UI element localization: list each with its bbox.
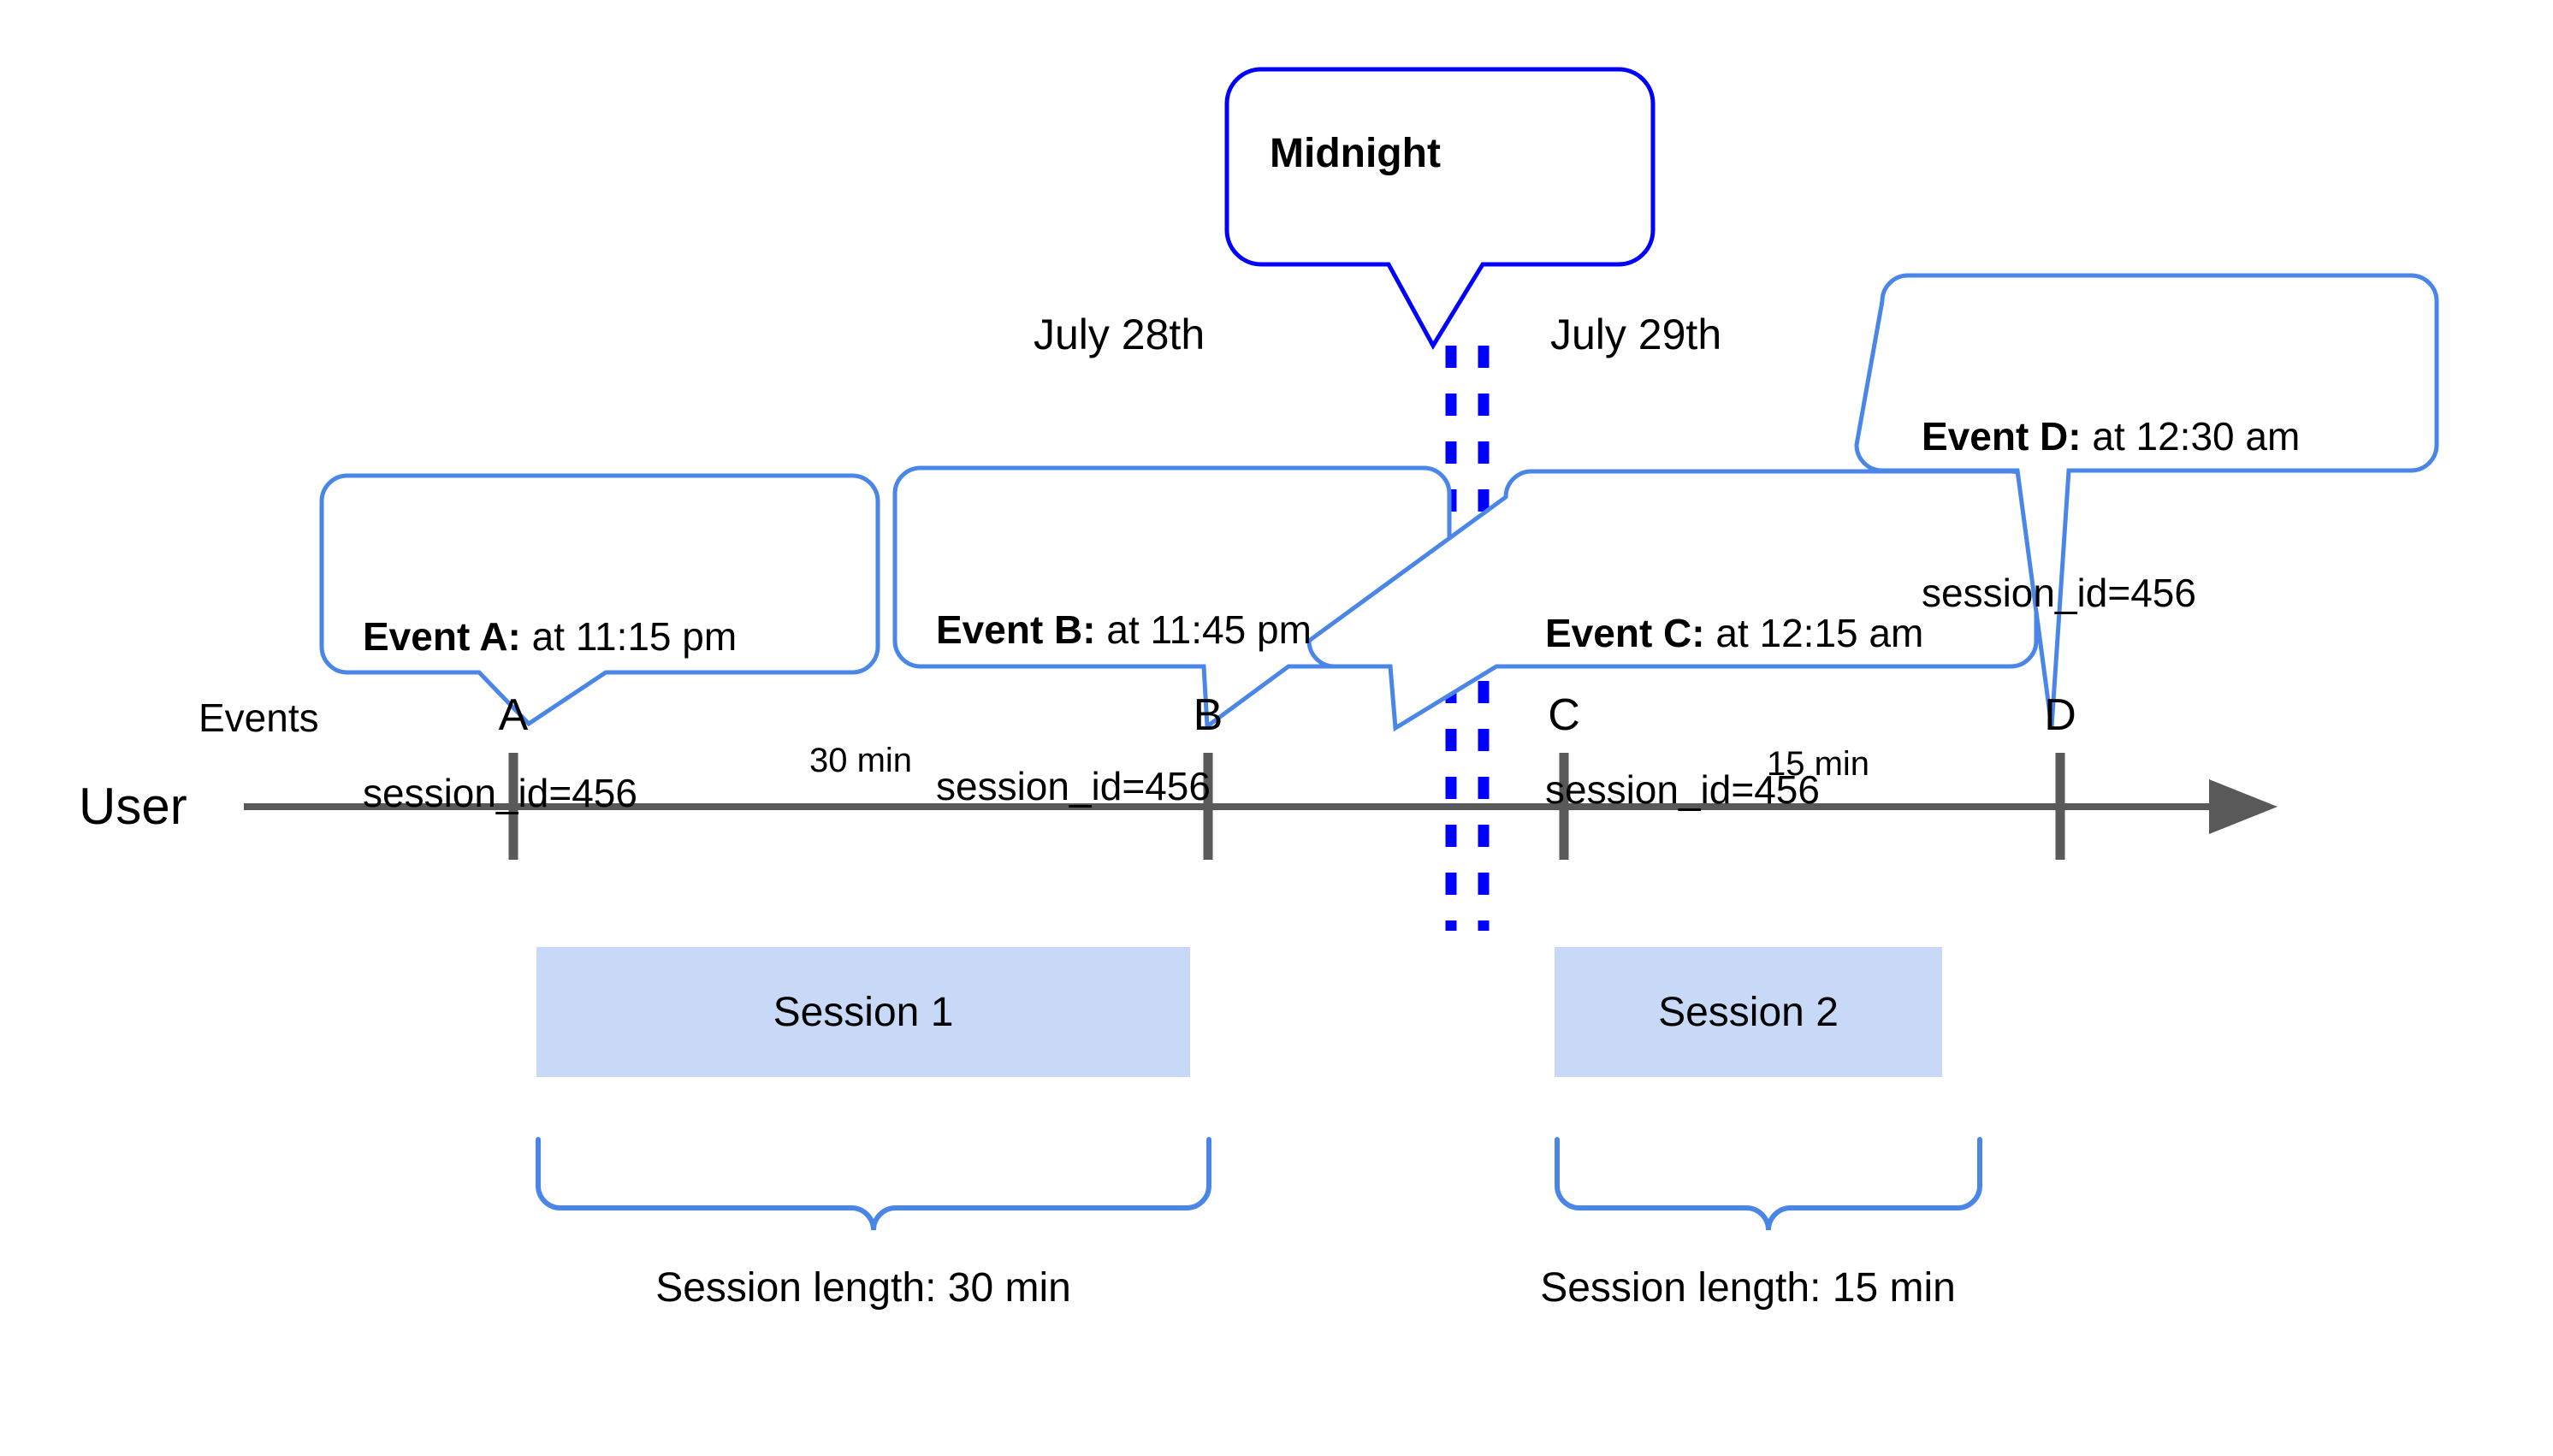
user-row-label: User — [79, 778, 187, 835]
event-c-detail: at 12:15 am — [1704, 611, 1924, 655]
session-2-length-label: Session length: 15 min — [1540, 1265, 1956, 1311]
date-label-july-28: July 28th — [1034, 311, 1205, 358]
midnight-callout-label: Midnight — [1270, 131, 1441, 176]
session-1-length-label: Session length: 30 min — [655, 1265, 1071, 1311]
event-c-callout-shape — [1306, 469, 2039, 732]
event-d-callout-text: Event D: at 12:30 am session_id=456 — [1922, 306, 2300, 724]
session-1-brace — [536, 1137, 1211, 1231]
event-d-session-id: session_id=456 — [1922, 571, 2196, 615]
session-2-brace — [1555, 1137, 1982, 1231]
event-marker-label-a: A — [498, 690, 529, 740]
event-marker-label-c: C — [1548, 690, 1580, 740]
session-2-label: Session 2 — [1658, 989, 1839, 1035]
event-c-callout-text: Event C: at 12:15 am session_id=456 — [1545, 503, 1923, 920]
event-c-session-id: session_id=456 — [1545, 767, 1820, 812]
event-d-detail: at 12:30 am — [2081, 414, 2301, 459]
events-row-label: Events — [198, 695, 319, 740]
event-b-session-id: session_id=456 — [936, 764, 1211, 808]
event-c-title: Event C: — [1545, 611, 1705, 655]
event-d-callout-shape — [1854, 273, 2439, 728]
gap-label-c-to-d: 15 min — [1766, 745, 1870, 783]
session-2-box: Session 2 — [1555, 947, 1942, 1077]
event-b-title: Event B: — [936, 607, 1096, 652]
event-a-session-id: session_id=456 — [363, 771, 637, 815]
session-1-box: Session 1 — [536, 947, 1190, 1077]
event-d-title: Event D: — [1922, 414, 2082, 459]
gap-label-a-to-b: 30 min — [809, 742, 913, 779]
event-a-callout-text: Event A: at 11:15 pm session_id=456 — [363, 506, 737, 924]
event-marker-label-d: D — [2044, 690, 2076, 740]
event-b-callout-text: Event B: at 11:45 pm session_id=456 — [936, 500, 1312, 917]
event-a-title: Event A: — [363, 614, 521, 659]
session-1-label: Session 1 — [773, 989, 954, 1035]
midnight-callout-shape — [1224, 67, 1656, 350]
event-a-callout-shape — [319, 473, 880, 727]
event-a-detail: at 11:15 pm — [520, 614, 737, 659]
event-b-detail: at 11:45 pm — [1095, 607, 1312, 652]
date-label-july-29: July 29th — [1550, 311, 1722, 358]
event-marker-label-b: B — [1193, 690, 1223, 740]
